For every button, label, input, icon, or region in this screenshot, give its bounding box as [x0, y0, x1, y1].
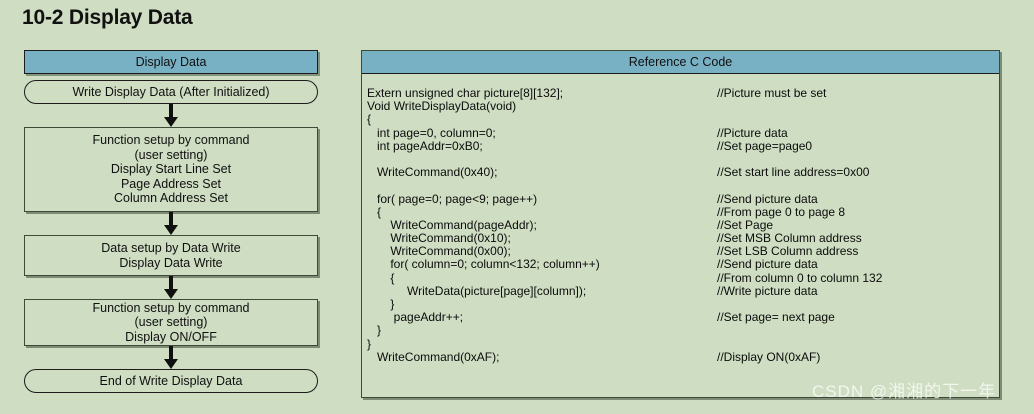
comment-line-6: //Set start line address=0x00: [717, 165, 870, 180]
flow-arrow-3: [24, 276, 318, 299]
flow-box2-line-0: Data setup by Data Write: [101, 241, 241, 255]
arrow-shaft: [169, 346, 173, 362]
code-line-17: pageAddr++;: [367, 310, 464, 325]
flow-arrow-2: [24, 212, 318, 235]
code-panel-body: Extern unsigned char picture[8][132];Voi…: [362, 74, 999, 397]
flow-box2-line-1: Display Data Write: [119, 255, 223, 270]
comment-line-13: //Send picture data: [717, 257, 818, 272]
flowchart: Display Data Write Display Data (After I…: [24, 50, 318, 393]
code-line-11: WriteCommand(0x10);: [367, 231, 511, 246]
code-line-8: for( page=0; page<9; page++): [367, 191, 538, 206]
flow-box1-line-0: Function setup by command: [92, 133, 250, 148]
code-panel-header-label: Reference C Code: [628, 55, 733, 69]
code-line-7: [367, 179, 600, 192]
flow-start-label: Write Display Data (After Initialized): [72, 85, 270, 99]
code-line-12: WriteCommand(0x00);: [367, 244, 511, 259]
arrow-shaft: [169, 104, 173, 120]
comment-line-2: [717, 113, 882, 126]
code-panel-header-bar: Reference C Code: [362, 51, 999, 74]
arrow-head-icon: [164, 289, 178, 299]
code-line-3: int page=0, column=0;: [367, 125, 496, 140]
comment-line-11: //Set MSB Column address: [717, 231, 862, 246]
code-line-15: WriteData(picture[page][column]);: [367, 283, 587, 298]
code-line-14: {: [367, 270, 395, 285]
flow-box1-line-2: Display Start Line Set: [110, 162, 232, 177]
code-line-13: for( column=0; column<132; column++): [367, 257, 600, 272]
flow-box-data-setup: Data setup by Data Write Display Data Wr…: [24, 235, 318, 276]
code-line-4: int pageAddr=0xB0;: [367, 138, 483, 153]
c-source-code: Extern unsigned char picture[8][132];Voi…: [367, 86, 600, 364]
flow-arrow-4: [24, 346, 318, 369]
code-line-9: {: [367, 204, 382, 219]
arrow-head-icon: [164, 225, 178, 235]
reference-code-panel: Reference C Code Extern unsigned char pi…: [361, 50, 1000, 398]
flow-box3-line-0: Function setup by command: [92, 300, 250, 315]
flow-box-function-setup-2: Function setup by command (user setting)…: [24, 299, 318, 346]
arrow-shaft: [169, 212, 173, 228]
code-line-0: Extern unsigned char picture[8][132];: [367, 86, 564, 100]
comment-line-7: [717, 179, 882, 192]
code-line-18: }: [367, 323, 382, 338]
arrow-head-icon: [164, 117, 178, 127]
comment-line-19: [717, 338, 882, 351]
flow-end-label: End of Write Display Data: [99, 374, 243, 388]
code-line-2: {: [367, 112, 372, 127]
code-line-10: WriteCommand(pageAddr);: [367, 217, 537, 232]
flow-start-node: Write Display Data (After Initialized): [24, 80, 318, 104]
code-line-1: Void WriteDisplayData(void): [367, 99, 517, 114]
comment-line-1: [717, 100, 882, 113]
arrow-head-icon: [164, 359, 178, 369]
flow-box-function-setup-1: Function setup by command (user setting)…: [24, 127, 318, 212]
comment-line-4: //Set page=page0: [717, 138, 813, 153]
code-line-16: }: [367, 297, 395, 311]
comment-line-0: //Picture must be set: [717, 86, 827, 100]
flowchart-header-label: Display Data: [135, 55, 207, 69]
arrow-shaft: [169, 276, 173, 292]
comment-line-12: //Set LSB Column address: [717, 244, 859, 259]
flowchart-header-bar: Display Data: [24, 50, 318, 74]
page-title: 10-2 Display Data: [22, 6, 193, 29]
comment-line-10: //Set Page: [717, 217, 774, 232]
flow-box1-line-3: Page Address Set: [120, 176, 222, 191]
flow-box3-line-2: Display ON/OFF: [125, 329, 217, 344]
c-source-comments: //Picture must be set //Picture data//Se…: [717, 86, 883, 364]
code-line-20: WriteCommand(0xAF);: [367, 349, 500, 364]
comment-line-20: //Display ON(0xAF): [717, 349, 821, 364]
comment-line-3: //Picture data: [717, 125, 788, 140]
comment-line-14: //From column 0 to column 132: [717, 270, 883, 285]
comment-line-9: //From page 0 to page 8: [717, 204, 846, 219]
comment-line-8: //Send picture data: [717, 191, 818, 206]
flow-arrow-1: [24, 104, 318, 127]
comment-line-17: //Set page= next page: [717, 310, 835, 325]
flow-box1-line-1: (user setting): [134, 147, 208, 162]
code-line-19: }: [367, 336, 372, 351]
comment-line-18: [717, 324, 882, 337]
comment-line-15: //Write picture data: [717, 283, 818, 298]
code-line-6: WriteCommand(0x40);: [367, 165, 498, 180]
flow-box1-line-4: Column Address Set: [114, 191, 228, 206]
flow-end-node: End of Write Display Data: [24, 369, 318, 393]
flow-box3-line-1: (user setting): [134, 315, 208, 330]
